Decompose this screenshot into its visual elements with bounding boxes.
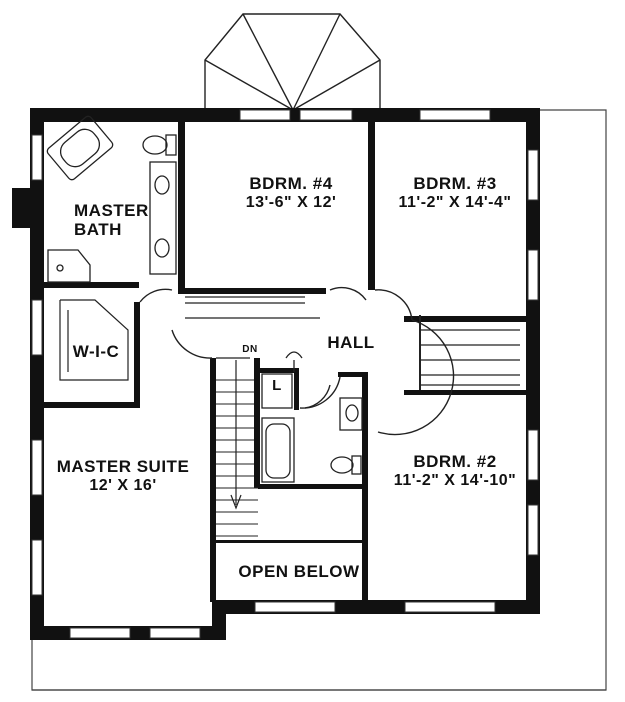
bedroom-3-label: BDRM. #3 11'-2" X 14'-4" — [390, 174, 520, 211]
bedroom-2-name: BDRM. #2 — [413, 452, 497, 471]
interior-walls — [44, 122, 526, 602]
master-suite-name: MASTER SUITE — [56, 457, 190, 476]
stair-direction-label: DN — [242, 344, 258, 355]
bedroom-3-name: BDRM. #3 — [413, 174, 497, 193]
open-below-label: OPEN BELOW — [238, 562, 360, 581]
bedroom-4-label: BDRM. #4 13'-6" X 12' — [226, 174, 356, 211]
linen-label: L — [272, 377, 282, 394]
windows — [31, 109, 539, 639]
bedroom-2-label: BDRM. #2 11'-2" X 14'-10" — [385, 452, 525, 489]
hall-label: HALL — [327, 333, 375, 352]
master-bath-line1: MASTER — [74, 201, 149, 220]
master-suite-dims: 12' X 16' — [89, 476, 157, 494]
master-bath-line2: BATH — [74, 219, 122, 239]
deck-outline — [31, 109, 607, 691]
master-suite-label: MASTER SUITE 12' X 16' — [48, 457, 198, 494]
bedroom-4-dims: 13'-6" X 12' — [245, 193, 337, 211]
bedroom-3-dims: 11'-2" X 14'-4" — [398, 193, 512, 211]
bedroom-4-name: BDRM. #4 — [249, 174, 333, 193]
door-swings — [139, 286, 455, 436]
bath-fixtures — [46, 115, 363, 483]
master-bath-label: MASTER BATH — [74, 201, 154, 239]
wic-label: W-I-C — [72, 342, 120, 361]
closet-shelves — [59, 296, 520, 390]
bedroom-2-dims: 11'-2" X 14'-10" — [393, 471, 517, 489]
bay-window — [204, 13, 381, 111]
staircase — [216, 360, 258, 537]
